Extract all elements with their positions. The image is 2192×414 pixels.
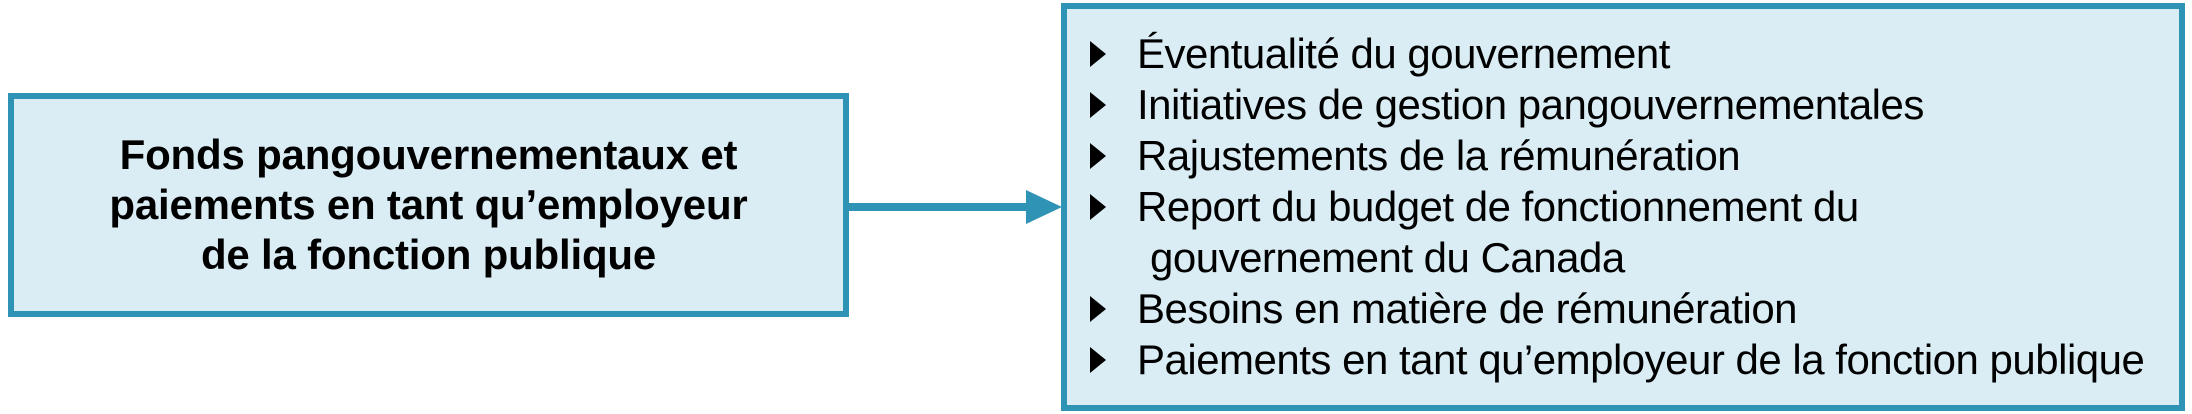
funds-title-line: paiements en tant qu’employeur [109, 181, 748, 228]
list-item-label: Initiatives de gestion pangouvernemental… [1137, 81, 1924, 128]
list-item-label: Rajustements de la rémunération [1137, 132, 1741, 179]
list-item-line: Report du budget de fonctionnement du [1137, 183, 1859, 230]
list-item-line: gouvernement du Canada [1150, 234, 1625, 281]
triangle-bullet-icon [1090, 296, 1106, 322]
arrow-head-icon [1026, 190, 1062, 224]
components-list: Éventualité du gouvernement Initiatives … [1067, 9, 2179, 385]
list-item: Éventualité du gouvernement [1090, 28, 2171, 79]
list-item-label: Paiements en tant qu’employeur de la fon… [1137, 336, 2145, 383]
triangle-bullet-icon [1090, 143, 1106, 169]
list-item: Initiatives de gestion pangouvernemental… [1090, 79, 2171, 130]
list-item: Besoins en matière de rémunération [1090, 283, 2171, 334]
list-item: Rajustements de la rémunération [1090, 130, 2171, 181]
funds-title-line: de la fonction publique [200, 231, 657, 278]
list-item-label: Report du budget de fonctionnement du go… [1137, 181, 2171, 283]
list-item-label: Éventualité du gouvernement [1137, 30, 1670, 77]
funds-title-line: Fonds pangouvernementaux et [119, 131, 738, 178]
components-box: Éventualité du gouvernement Initiatives … [1061, 3, 2185, 411]
right-arrow-connector [846, 190, 1062, 224]
list-item: Report du budget de fonctionnement du go… [1090, 181, 2171, 283]
list-item-label: Besoins en matière de rémunération [1137, 285, 1798, 332]
funds-source-box: Fonds pangouvernementaux et paiements en… [8, 93, 849, 317]
triangle-bullet-icon [1090, 194, 1106, 220]
triangle-bullet-icon [1090, 92, 1106, 118]
list-item: Paiements en tant qu’employeur de la fon… [1090, 334, 2171, 385]
funds-source-box-title: Fonds pangouvernementaux et paiements en… [109, 130, 747, 280]
triangle-bullet-icon [1090, 41, 1106, 67]
triangle-bullet-icon [1090, 347, 1106, 373]
